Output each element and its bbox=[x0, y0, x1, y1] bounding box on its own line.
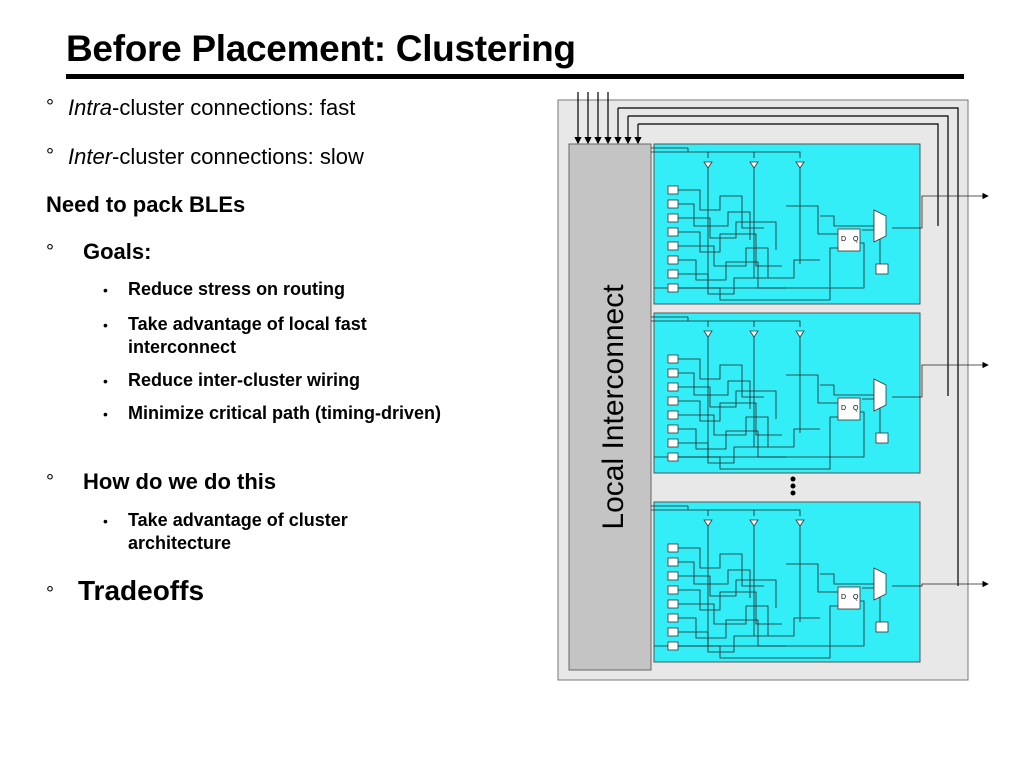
dot-bullet: • bbox=[103, 406, 108, 422]
ff-q-label: Q bbox=[853, 405, 859, 412]
dot-bullet: • bbox=[103, 513, 108, 529]
inter-italic: Inter bbox=[68, 144, 113, 169]
bullet-inter: Inter-cluster connections: slow bbox=[68, 144, 364, 170]
local-interconnect-block bbox=[568, 143, 652, 671]
inter-text: -cluster connections: slow bbox=[112, 144, 364, 169]
ff-d-label: D bbox=[841, 236, 846, 243]
cluster-diagram: Local Interconnect bbox=[557, 92, 989, 681]
goal-item: Take advantage of local fast interconnec… bbox=[128, 314, 367, 357]
need-to-pack-heading: Need to pack BLEs bbox=[46, 192, 246, 217]
degree-bullet: ° bbox=[46, 241, 54, 263]
input-wires bbox=[574, 92, 959, 586]
tradeoffs-heading: Tradeoffs bbox=[78, 575, 205, 606]
goal-item: Reduce stress on routing bbox=[128, 279, 346, 299]
degree-bullet: ° bbox=[46, 96, 54, 118]
ellipsis-dots bbox=[790, 476, 796, 496]
intra-text: -cluster connections: fast bbox=[112, 95, 356, 120]
ff-q-label: Q bbox=[853, 594, 859, 601]
dot-bullet: • bbox=[103, 317, 108, 333]
how-heading: How do we do this bbox=[83, 469, 277, 494]
degree-bullet: ° bbox=[46, 583, 54, 605]
ble-cluster-1: D Q bbox=[651, 143, 989, 305]
bullet-intra: Intra-cluster connections: fast bbox=[68, 95, 355, 121]
degree-bullet: ° bbox=[46, 145, 54, 167]
intra-italic: Intra bbox=[68, 95, 113, 120]
ble-cluster-3: D Q bbox=[651, 501, 989, 663]
ff-d-label: D bbox=[841, 594, 846, 601]
ff-d-label: D bbox=[841, 405, 846, 412]
dot-bullet: • bbox=[103, 282, 108, 298]
local-interconnect-label: Local Interconnect bbox=[597, 284, 630, 530]
ble-cluster-2: D Q bbox=[651, 312, 989, 474]
ff-q-label: Q bbox=[853, 236, 859, 243]
slide-title: Before Placement: Clustering bbox=[66, 28, 576, 69]
how-item: Take advantage of cluster architecture bbox=[128, 510, 348, 553]
degree-bullet: ° bbox=[46, 471, 54, 493]
goal-item: Minimize critical path (timing-driven) bbox=[128, 403, 442, 423]
goals-heading: Goals: bbox=[83, 239, 152, 264]
dot-bullet: • bbox=[103, 373, 108, 389]
title-underline bbox=[66, 74, 964, 79]
goal-item: Reduce inter-cluster wiring bbox=[128, 370, 361, 390]
